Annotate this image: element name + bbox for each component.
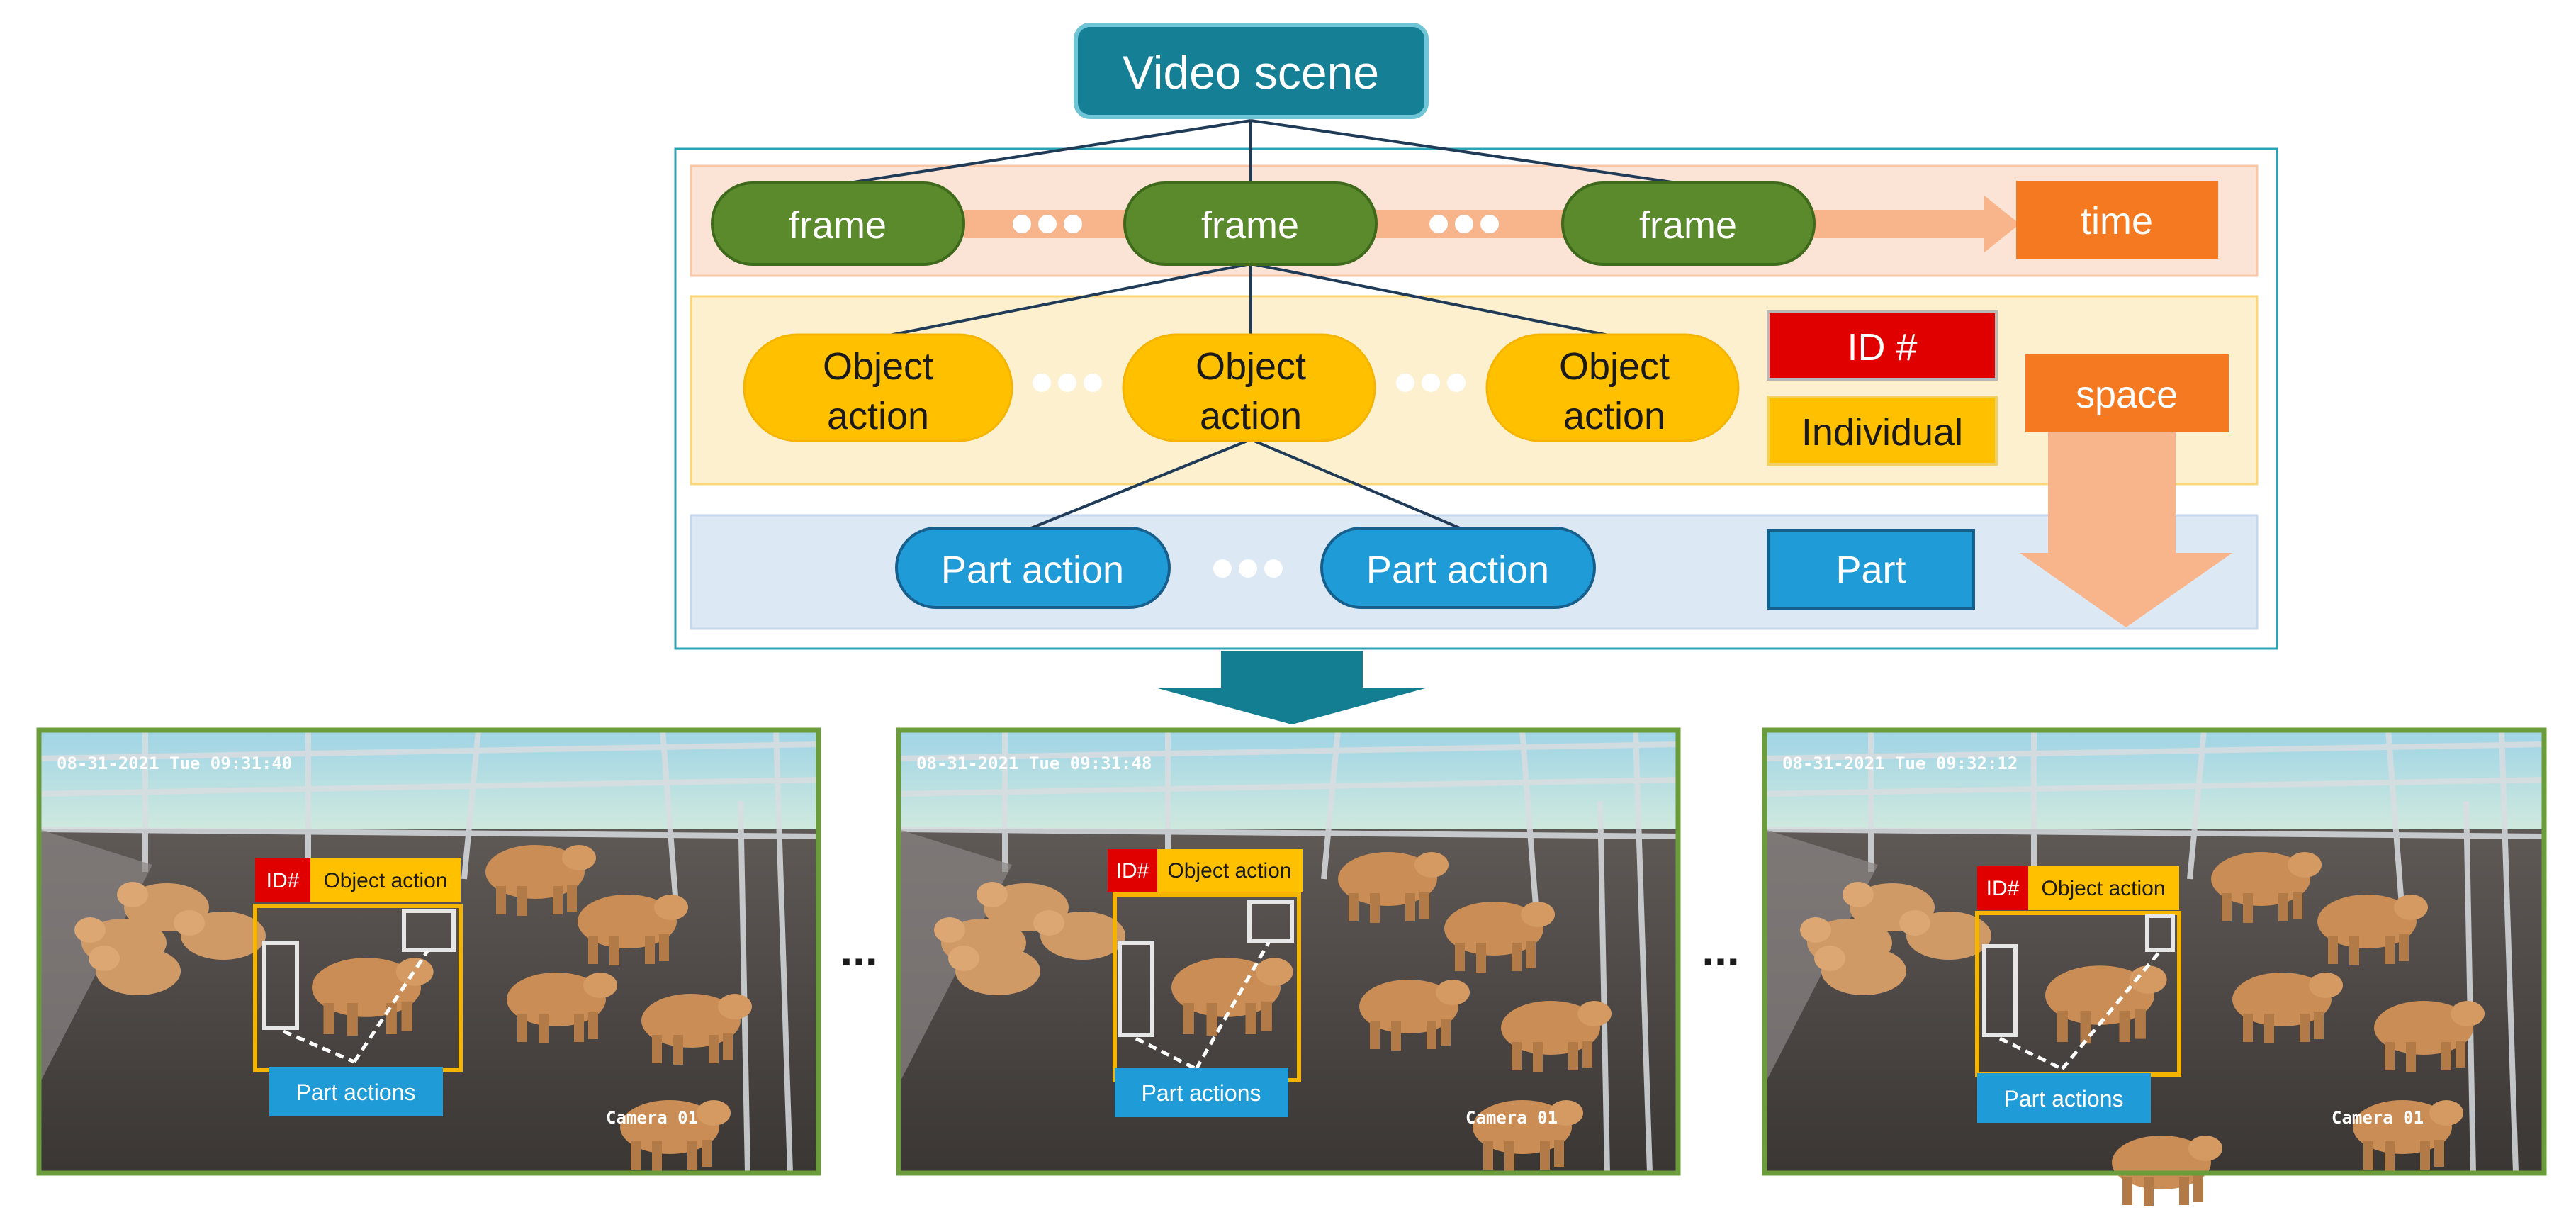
frame-node-2-label: frame <box>1201 204 1299 247</box>
frame-3-object-text: Object action <box>2041 877 2165 900</box>
time-box <box>2016 181 2218 259</box>
id-legend-label: ID # <box>1847 326 1917 369</box>
space-label: space <box>2076 374 2178 416</box>
object-action-node-2 <box>1122 333 1376 442</box>
object-dots <box>1033 374 1466 392</box>
part-legend-box <box>1767 529 1975 610</box>
frame-2-part-box-a <box>1118 941 1154 1037</box>
frame-3-timestamp: 08-31-2021 Tue 09:32:12 <box>1782 754 2018 773</box>
part-dots <box>1213 559 1283 578</box>
frame-2-id-text: ID# <box>1116 859 1149 883</box>
object-action-2-line2: action <box>1200 395 1302 437</box>
object-action-3-line1: Object <box>1559 345 1670 388</box>
frame-node-2 <box>1123 181 1378 266</box>
frame-1-timestamp: 08-31-2021 Tue 09:31:40 <box>57 754 292 773</box>
id-legend-box <box>1767 310 1998 381</box>
frame-2-id-tag <box>1108 849 1157 892</box>
frame-node-1 <box>711 181 965 266</box>
part-legend-label: Part <box>1835 549 1906 591</box>
space-box <box>2025 354 2229 432</box>
frame-1-object-tag <box>310 858 461 902</box>
frame-2-camera: Camera 01 <box>1466 1108 1558 1128</box>
frame-2-part-links <box>1135 941 1271 1071</box>
part-action-node-1 <box>895 527 1171 609</box>
space-arrow <box>2020 425 2232 627</box>
frame-3-camera: Camera 01 <box>2332 1108 2424 1128</box>
frame-node-1-label: frame <box>789 204 887 247</box>
frame-node-3 <box>1561 181 1816 266</box>
separator-2: ... <box>1702 924 1739 975</box>
frame-2-part-actions-tag <box>1115 1068 1288 1117</box>
frame-2-timestamp: 08-31-2021 Tue 09:31:48 <box>916 754 1152 773</box>
frame-2-part-actions-text: Part actions <box>1142 1080 1261 1106</box>
video-scene-label: Video scene <box>1123 46 1379 99</box>
frame-3-part-box-b <box>2145 914 2175 952</box>
part-action-1-label: Part action <box>941 549 1124 591</box>
time-label: time <box>2081 200 2153 242</box>
down-arrow <box>1155 651 1428 724</box>
part-action-node-2 <box>1320 527 1596 609</box>
frame-1-camera: Camera 01 <box>606 1108 698 1128</box>
frame-1-part-actions-tag <box>269 1067 443 1116</box>
frame-3-part-box-a <box>1982 944 2018 1037</box>
object-action-node-3 <box>1485 333 1740 442</box>
frame-1-part-box-a <box>262 941 299 1030</box>
frame-1-object-text: Object action <box>323 869 447 892</box>
video-frame-1: 08-31-2021 Tue 09:31:40 Camera 01 ID# Ob… <box>36 727 821 1176</box>
root-connectors <box>839 119 1687 530</box>
video-frame-2: 08-31-2021 Tue 09:31:48 Camera 01 ID# Ob… <box>896 727 1681 1176</box>
frame-1-part-box-b <box>402 909 456 952</box>
frame-3-id-tag <box>1977 866 2028 910</box>
object-action-2-line1: Object <box>1196 345 1306 388</box>
part-action-2-label: Part action <box>1366 549 1549 591</box>
object-action-3-line2: action <box>1563 395 1665 437</box>
frame-node-3-label: frame <box>1639 204 1737 247</box>
frame-1-id-tag <box>255 858 310 902</box>
frame-3-part-links <box>1998 950 2161 1071</box>
frame-3-part-actions-tag <box>1977 1073 2151 1123</box>
frame-1-part-actions-text: Part actions <box>296 1080 416 1105</box>
video-scene-node <box>1074 23 1429 119</box>
object-action-1-line1: Object <box>823 345 933 388</box>
object-action-node-1 <box>743 333 1013 442</box>
frame-2-object-tag <box>1157 849 1303 892</box>
frame-1-id-text: ID# <box>266 869 300 892</box>
individual-legend-box <box>1767 396 1998 466</box>
object-action-1-line2: action <box>827 395 929 437</box>
frame-1-part-links <box>283 950 429 1064</box>
time-dots <box>1013 215 1499 233</box>
frame-2-object-text: Object action <box>1167 859 1291 883</box>
separator-1: ... <box>840 924 877 975</box>
frame-3-object-tag <box>2028 866 2179 910</box>
frame-3-id-text: ID# <box>1986 877 2020 900</box>
frame-3-part-actions-text: Part actions <box>2004 1086 2124 1111</box>
frame-2-part-box-b <box>1247 900 1294 943</box>
individual-legend-label: Individual <box>1801 411 1963 454</box>
video-frame-3: 08-31-2021 Tue 09:32:12 Camera 01 ID# Ob… <box>1762 727 2547 1206</box>
